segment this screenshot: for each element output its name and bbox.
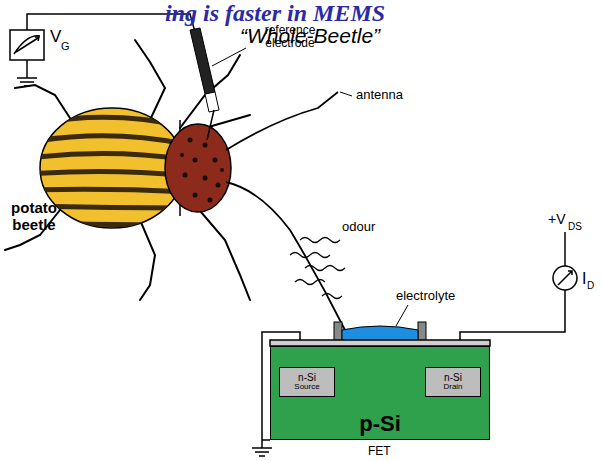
leader-line	[340, 92, 352, 96]
voltage-subscript: G	[61, 40, 70, 52]
current-subscript: D	[587, 280, 594, 291]
voltage-label: V	[50, 28, 61, 47]
banner-heading: ing is faster in MEMS	[165, 0, 385, 26]
part-label: odour	[342, 220, 375, 234]
voltage-subscript: DS	[568, 221, 582, 232]
antenna-line	[226, 92, 345, 330]
beetle-head	[165, 124, 231, 212]
part-label: reference electrode	[250, 24, 330, 50]
doped-region: n-SiSource	[279, 367, 335, 397]
part-label: potato beetle	[4, 200, 64, 233]
odour-waves	[290, 238, 345, 299]
beetle-legs	[5, 40, 250, 300]
material-label: p-Si	[271, 412, 489, 435]
current-label: I	[582, 270, 586, 288]
material-label: n-Si	[426, 373, 480, 384]
fet-wiring	[252, 232, 577, 456]
substrate-box: p-Sin-SiSourcen-SiDrain	[270, 346, 490, 440]
material-label: n-Si	[280, 373, 334, 384]
terminal-label: Drain	[426, 383, 480, 391]
reference-electrode	[190, 28, 246, 140]
voltage-label: +V	[548, 212, 566, 227]
part-label: FET	[368, 445, 391, 458]
part-label: antenna	[356, 88, 403, 102]
terminal-label: Source	[280, 383, 334, 391]
doped-region: n-SiDrain	[425, 367, 481, 397]
part-label: electrolyte	[396, 289, 455, 303]
